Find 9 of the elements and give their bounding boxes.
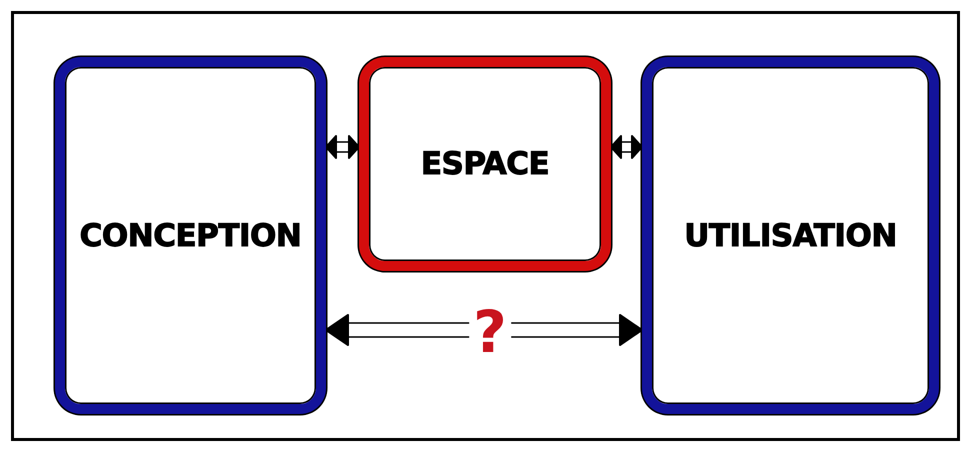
double-arrow <box>325 314 643 346</box>
box-title: UTILISATION <box>684 218 897 254</box>
rounded-box <box>642 57 939 414</box>
double-arrow <box>325 135 360 159</box>
rounded-box <box>55 57 326 414</box>
box-title: ESPACE <box>420 146 550 182</box>
double-arrow <box>610 135 643 159</box>
box-title: CONCEPTION <box>80 218 302 254</box>
rounded-box <box>359 57 611 271</box>
